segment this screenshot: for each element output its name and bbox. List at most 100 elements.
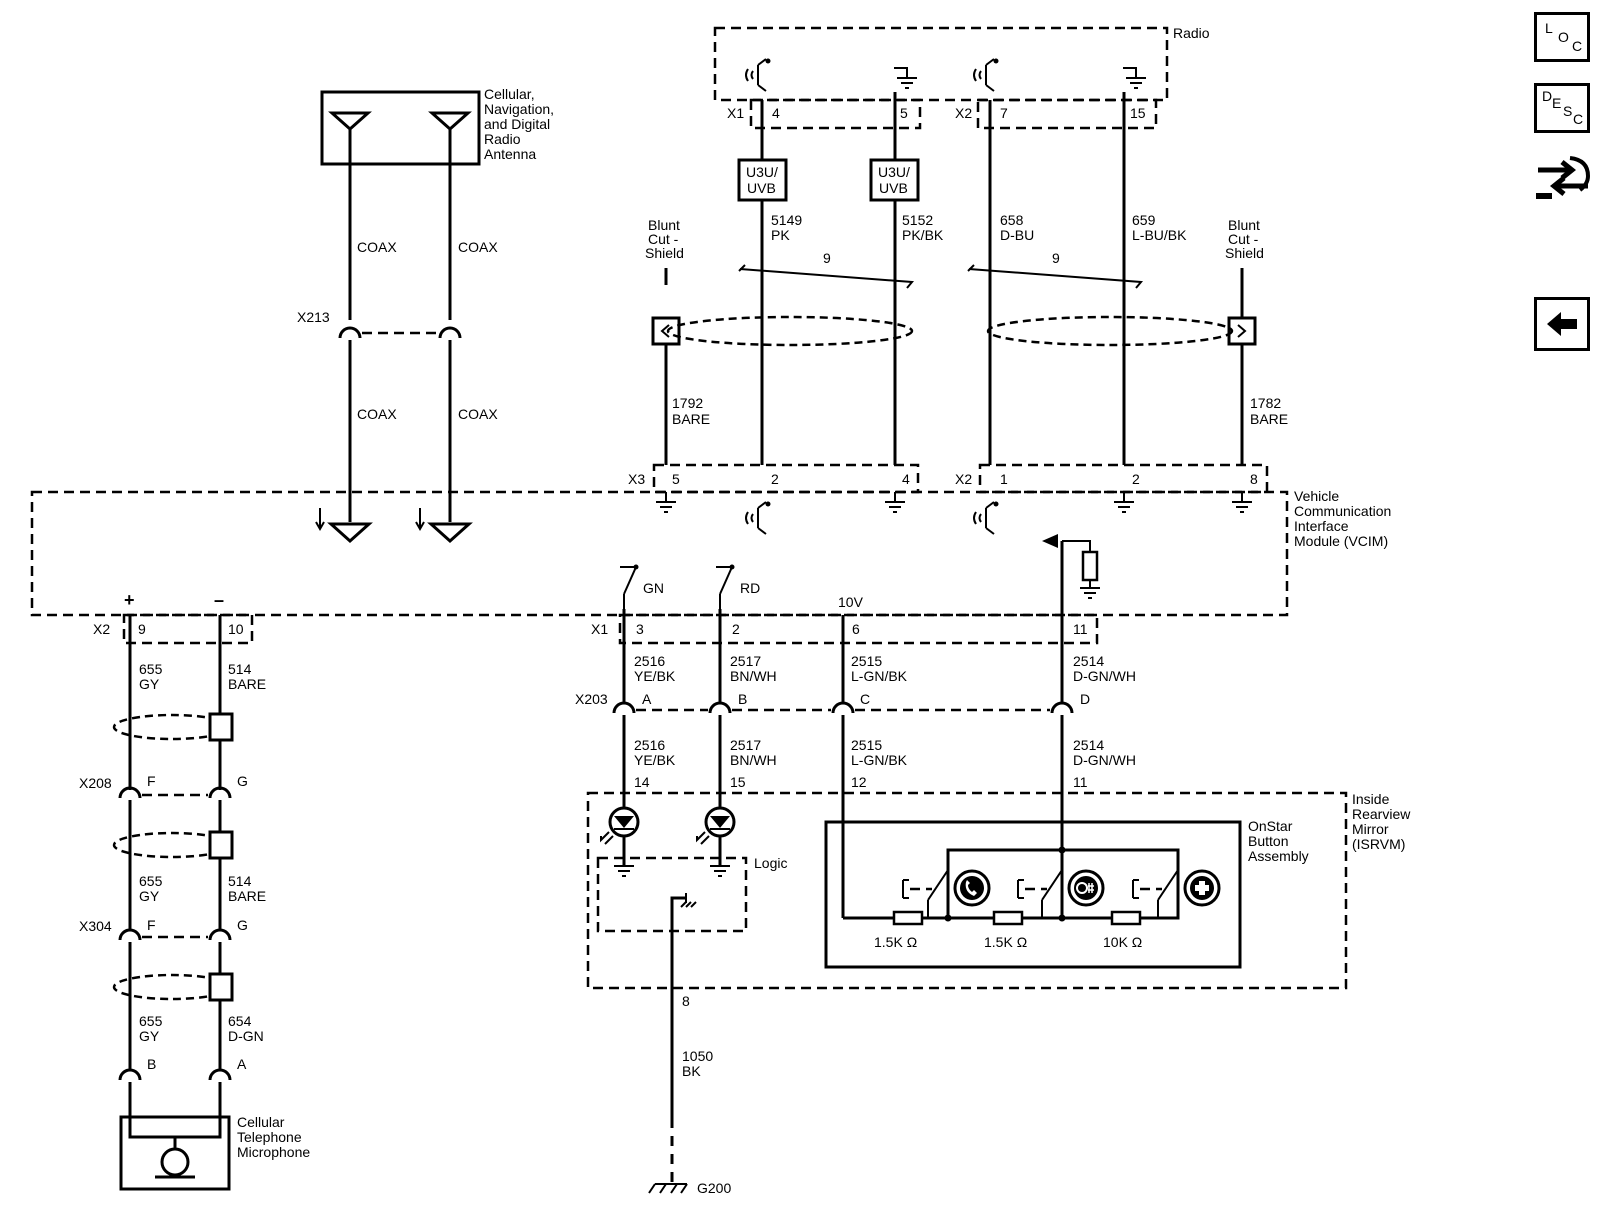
speaker-icon [973,501,999,535]
ground-icon [656,492,676,513]
led-green-icon [600,806,640,866]
antenna-label: Antenna [484,146,536,162]
ground-g200-icon [648,1183,688,1194]
wire-number: 655 [139,873,163,889]
pin-label: 11 [1073,774,1088,790]
loc-letter: O [1558,29,1569,45]
pin-label: A [237,1056,247,1072]
connector-view-button[interactable] [1532,148,1594,210]
chassis-ground-icon [680,893,697,908]
wire-number: 1792 [672,395,703,411]
microphone-label: Cellular [237,1114,285,1130]
back-button[interactable] [1534,297,1590,351]
switch-icon [620,564,639,609]
microphone-icon [128,1117,222,1179]
pin-label: 7 [1000,105,1008,121]
connector-mic-pin [208,1068,232,1081]
vcim-x2-connector [978,463,1269,494]
ground-icon [894,67,917,89]
connector-x203-pin [612,701,636,714]
vcim-x3-connector [652,463,920,494]
description-button[interactable]: D E S C [1534,83,1590,133]
ground-icon [1080,580,1100,599]
option-box-u3u-uvb: U3U/ UVB [869,158,920,202]
connector-label: X208 [79,775,112,791]
wire-color: BK [682,1063,701,1079]
wire-color: BARE [1250,411,1288,427]
isrvm-label: Rearview [1352,806,1411,822]
wire-color: L-GN/BK [851,752,908,768]
pin-label: 14 [634,774,650,790]
vcim-x1-connector [618,613,1099,645]
antenna-label: Radio [484,131,521,147]
desc-letter: S [1563,103,1573,119]
wire-number: 2515 [851,653,882,669]
svg-text:UVB: UVB [747,180,776,196]
ground-icon [1114,492,1134,513]
pin-label: B [147,1056,156,1072]
location-button[interactable]: L O C [1534,12,1590,62]
wire-number: 2514 [1073,737,1104,753]
wire-color: COAX [357,406,397,422]
microphone-label: Microphone [237,1144,310,1160]
pin-label: 12 [851,774,867,790]
pin-label: G [237,917,248,933]
pin-label: F [147,773,156,789]
connector-label: X3 [628,471,645,487]
vcim-label: Vehicle [1294,488,1339,504]
isrvm-label: (ISRVM) [1352,836,1405,852]
wire-number: 2516 [634,653,665,669]
pin-label: 8 [1250,471,1258,487]
pin-label: F [147,917,156,933]
wire-color: L-GN/BK [851,668,908,684]
pin-label: 2 [771,471,779,487]
connector-x203-pin [1050,701,1074,714]
twisted-pair-marker [967,264,1144,289]
onstar-label: Button [1248,833,1288,849]
wire-number: 2516 [634,737,665,753]
onstar-button-assembly [824,820,1242,969]
microphone-label: Telephone [237,1129,302,1145]
emergency-button-switch [1132,869,1179,918]
radio-label: Radio [1173,25,1210,41]
wire-number: 655 [139,661,163,677]
arrow-icon [315,508,325,532]
shield-drain-box [208,830,234,860]
wire-color: GY [139,676,160,692]
logic-label: Logic [754,855,787,871]
connector-x304-pin [118,928,142,941]
ground-icon [885,492,905,513]
desc-letter: E [1552,95,1562,111]
polarity-plus: + [124,590,135,610]
wire-color: COAX [458,239,498,255]
wire-color: L-BU/BK [1132,227,1187,243]
pin-label: 15 [1130,105,1146,121]
wire-number: 2514 [1073,653,1104,669]
pin-label: 10 [228,621,244,637]
blunt-cut-label: Cut - [1228,231,1259,247]
blunt-cut-label: Shield [1225,245,1264,261]
arrow-left-icon [1547,312,1577,336]
antenna-label: Cellular, [484,86,535,102]
connector-label: X213 [297,309,330,325]
pin-label: 4 [772,105,780,121]
phone-button-icon [953,869,991,907]
wire-color: D-GN/WH [1073,668,1136,684]
junction-dot [1058,846,1066,854]
ground-icon [710,865,730,877]
desc-letter: C [1573,111,1584,127]
isrvm-label: Mirror [1352,821,1389,837]
antenna-icon [328,111,372,164]
antenna-input-icon [427,522,473,544]
connector-x208-pin [118,786,142,799]
twisted-pair-marker [738,264,915,289]
speaker-icon [745,58,771,92]
connector-x304-pin [208,928,232,941]
connector-x203-pin [831,701,855,714]
junction-dot [1058,914,1066,922]
call-button-switch [902,850,949,918]
wire-number: 658 [1000,212,1024,228]
connector-label: X203 [575,691,608,707]
radio-outline [713,26,1169,102]
